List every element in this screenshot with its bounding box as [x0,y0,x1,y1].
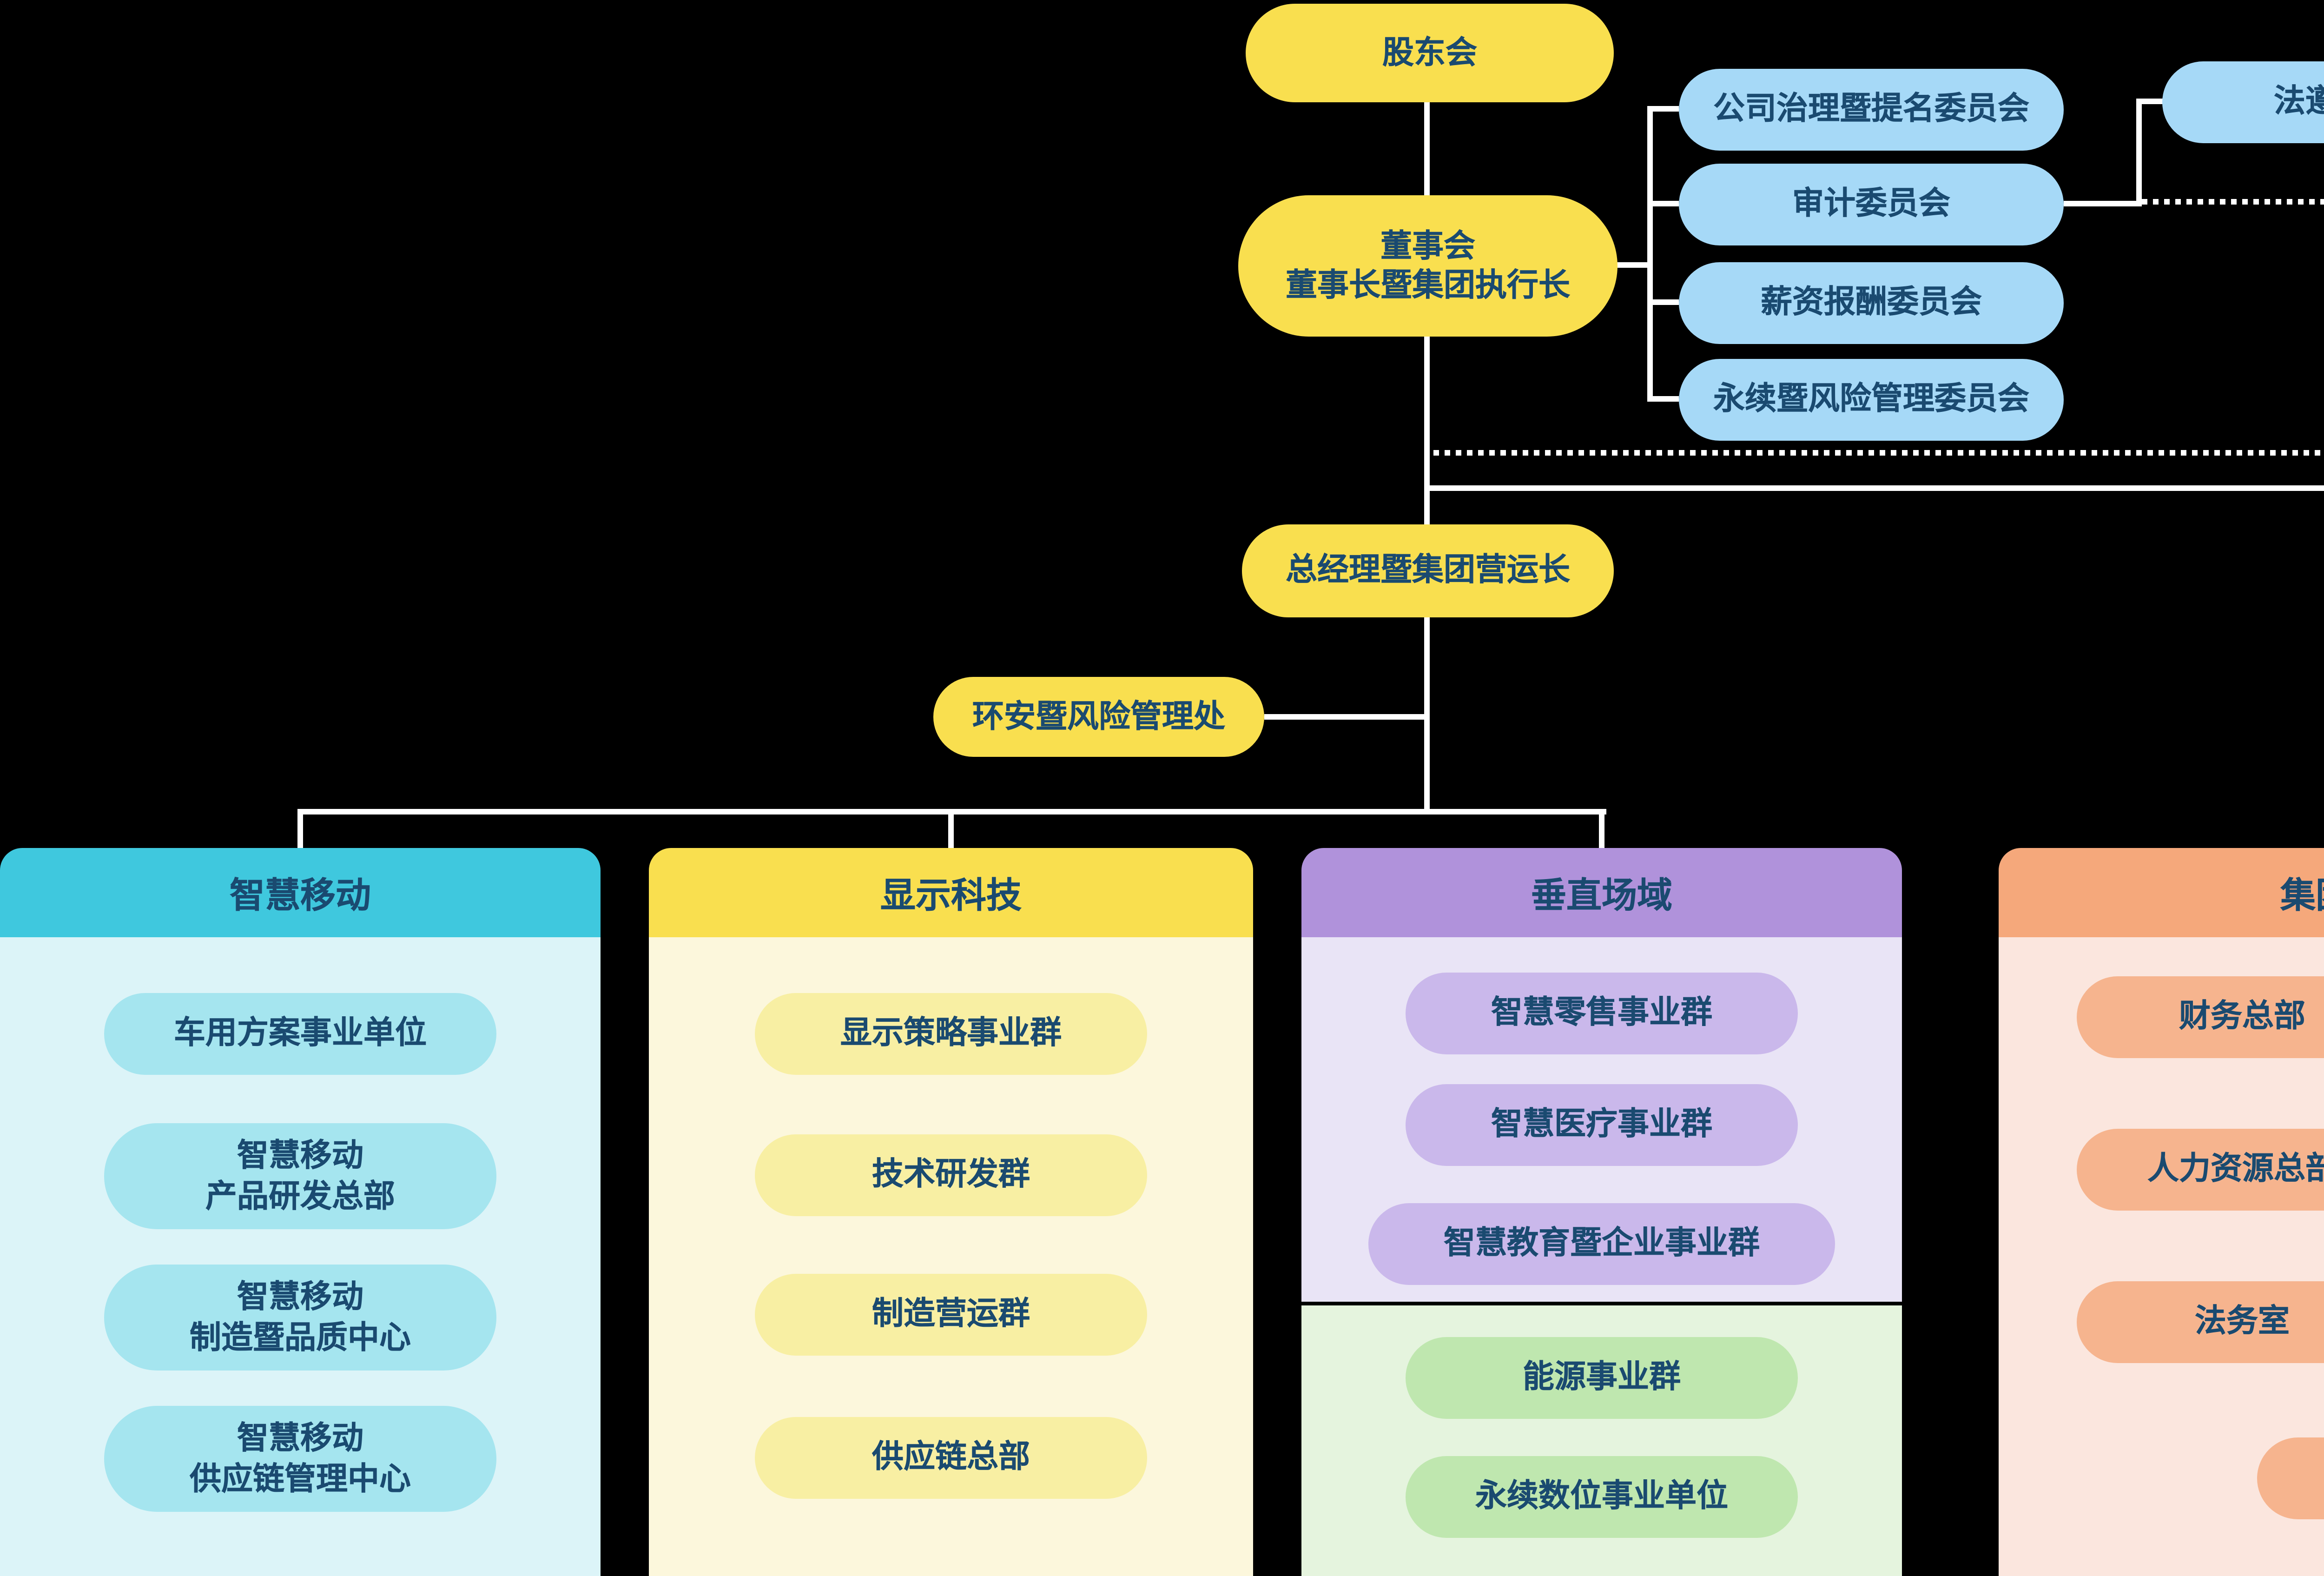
connector-esh-coo [1264,714,1426,720]
connector-stub-col1 [297,809,303,850]
unit-tech-rnd: 技术研发群 [755,1134,1147,1216]
node-esh-risk: 环安暨风险管理处 [933,677,1264,757]
connector-bracket-stub-1 [1647,106,1679,112]
unit-legal-office: 法务室 [2077,1281,2324,1363]
dotted-audit-right [2142,199,2324,205]
connector-shareholders-board [1424,102,1430,199]
unit-smart-education-enterprise: 智慧教育暨企业事业群 [1368,1203,1835,1285]
node-board: 董事会 董事长暨集团执行长 [1238,195,1618,337]
node-committee-audit: 审计委员会 [1679,164,2064,245]
connector-audit-compliance-h1 [2064,201,2142,206]
division-header-smart-mobility: 智慧移动 [0,848,601,937]
unit-automotive-solutions: 车用方案事业单位 [104,993,496,1075]
unit-audit-office: 稽核管理处 [2257,1437,2324,1519]
unit-supply-chain-hq: 供应链总部 [755,1417,1147,1499]
node-committee-sustainability-risk: 永续暨风险管理委员会 [1679,359,2064,441]
unit-energy: 能源事业群 [1406,1337,1798,1419]
node-committee-governance: 公司治理暨提名委员会 [1679,69,2064,151]
node-chief-compliance: 法遵总顾问 [2162,61,2324,143]
unit-sustainable-digital: 永续数位事业单位 [1406,1456,1798,1538]
division-header-display-tech: 显示科技 [649,848,1253,937]
connector-bracket-stub-3 [1647,299,1679,305]
unit-mobility-mfg-quality: 智慧移动 制造暨品质中心 [104,1265,496,1371]
connector-branch-support-h [1424,485,2324,491]
connector-stub-col3 [1599,809,1604,850]
node-committee-compensation: 薪资报酬委员会 [1679,262,2064,344]
node-shareholders: 股东会 [1246,4,1614,102]
dotted-compliance-to-mainline [1424,450,2324,456]
unit-mfg-operations: 制造营运群 [755,1274,1147,1356]
connector-board-bracket [1614,262,1653,268]
division-header-vertical-domains: 垂直场域 [1301,848,1902,937]
unit-mobility-supply-chain: 智慧移动 供应链管理中心 [104,1406,496,1512]
connector-audit-compliance-v [2136,99,2142,206]
unit-hr-hq: 人力资源总部 [2077,1129,2324,1211]
connector-bracket-stub-4 [1647,396,1679,402]
connector-coo-down [1424,617,1430,814]
unit-smart-retail: 智慧零售事业群 [1406,973,1798,1054]
connector-stub-col2 [948,809,954,850]
connector-bracket-stub-2 [1647,201,1679,206]
connector-board-coo [1424,337,1430,524]
node-coo: 总经理暨集团营运长 [1242,524,1614,617]
unit-finance-hq: 财务总部 [2077,976,2324,1058]
unit-mobility-rnd: 智慧移动 产品研发总部 [104,1123,496,1229]
connector-audit-compliance-h2 [2136,99,2166,104]
unit-display-strategy: 显示策略事业群 [755,993,1147,1075]
unit-smart-medical: 智慧医疗事业群 [1406,1084,1798,1166]
connector-bracket-vertical [1647,106,1653,402]
division-header-group-support: 集团营运支援单位 [1999,848,2324,937]
